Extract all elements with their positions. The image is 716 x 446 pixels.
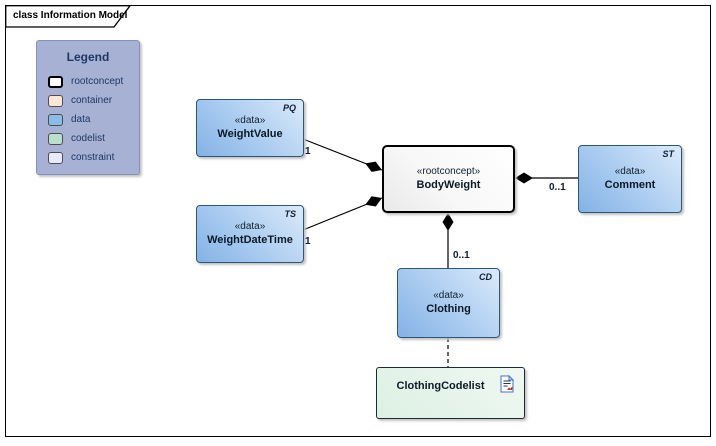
legend-label: constraint — [71, 152, 115, 163]
legend-item-constraint: constraint — [37, 148, 139, 167]
node-clothing[interactable]: CD «data» Clothing — [397, 268, 500, 338]
stereotype-label: «data» — [614, 166, 646, 177]
tab-shape — [5, 5, 132, 28]
container-swatch-icon — [48, 94, 63, 107]
type-code: ST — [662, 149, 674, 159]
node-comment[interactable]: ST «data» Comment — [578, 145, 682, 213]
type-code: CD — [479, 272, 492, 282]
legend-label: codelist — [71, 133, 105, 144]
stereotype-label: «data» — [433, 290, 464, 301]
legend-label: data — [71, 114, 91, 125]
node-clothingcodelist[interactable]: ClothingCodelist — [376, 367, 525, 419]
node-bodyweight[interactable]: «rootconcept» BodyWeight — [382, 145, 515, 213]
node-name: Comment — [604, 179, 656, 191]
node-name: ClothingCodelist — [396, 380, 485, 392]
data-swatch-icon — [48, 113, 63, 126]
diagram-tab: class Information Model — [5, 5, 135, 29]
stereotype-label: «rootconcept» — [416, 166, 481, 177]
document-icon — [500, 375, 515, 393]
stereotype-label: «data» — [234, 115, 266, 126]
legend-item-codelist: codelist — [37, 129, 139, 148]
node-name: BodyWeight — [416, 179, 481, 191]
legend-title: Legend — [66, 50, 110, 64]
multiplicity-label: 0..1 — [549, 182, 566, 193]
diagram-title: class Information Model — [13, 10, 128, 21]
node-weightdatetime[interactable]: TS «data» WeightDateTime — [196, 205, 304, 263]
multiplicity-label: 1 — [305, 236, 311, 247]
type-code: PQ — [282, 103, 296, 113]
type-code: TS — [284, 209, 296, 219]
multiplicity-label: 0..1 — [453, 250, 470, 261]
legend-items: rootconcept container data codelist cons… — [37, 72, 139, 167]
multiplicity-label: 1 — [305, 146, 311, 157]
rootconcept-swatch-icon — [48, 75, 63, 88]
legend-item-rootconcept: rootconcept — [37, 72, 139, 91]
node-name: WeightDateTime — [207, 234, 293, 246]
legend-label: rootconcept — [71, 76, 124, 87]
stereotype-label: «data» — [234, 221, 266, 232]
legend-item-container: container — [37, 91, 139, 110]
node-name: WeightValue — [217, 128, 283, 140]
legend-panel: Legend rootconcept container data codeli… — [36, 40, 140, 175]
codelist-swatch-icon — [48, 132, 63, 145]
legend-label: container — [71, 95, 113, 106]
node-name: Clothing — [426, 303, 471, 315]
constraint-swatch-icon — [48, 151, 63, 164]
node-weightvalue[interactable]: PQ «data» WeightValue — [196, 99, 304, 157]
legend-item-data: data — [37, 110, 139, 129]
